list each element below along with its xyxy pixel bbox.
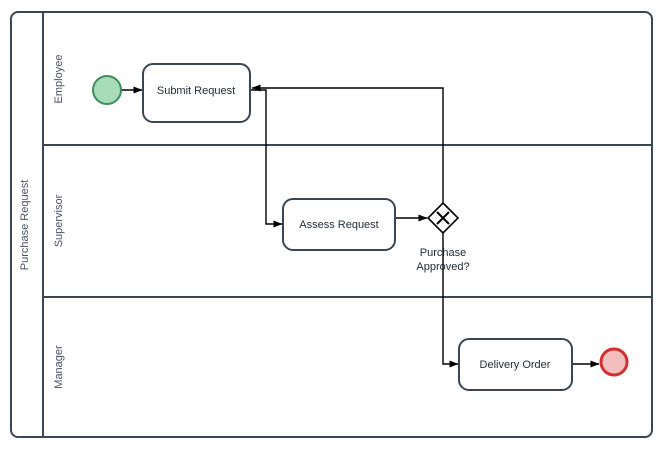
task-delivery-order-label: Delivery Order [480, 359, 551, 371]
start-event-circle [92, 75, 122, 105]
lane-labels: Employee Supervisor Manager [53, 55, 65, 389]
task-delivery-order-box [458, 338, 573, 391]
lane-dividers [43, 144, 652, 298]
task-submit-request[interactable]: Submit Request [142, 63, 251, 123]
flow-gateway-to-delivery[interactable] [442, 233, 459, 368]
sequence-flows [121, 84, 600, 368]
task-assess-request-label: Assess Request [299, 219, 378, 231]
task-assess-request[interactable]: Assess Request [282, 198, 396, 251]
task-assess-request-box [282, 198, 396, 251]
gateway-purchase-approved[interactable]: Purchase Approved? [416, 201, 470, 273]
pool-label: Purchase Request [19, 180, 31, 271]
lane-label-employee: Employee [53, 55, 65, 104]
end-event-circle [599, 347, 629, 377]
end-event[interactable] [599, 347, 629, 377]
task-delivery-order[interactable]: Delivery Order [458, 338, 573, 391]
start-event[interactable] [92, 75, 122, 105]
lane-label-manager: Manager [53, 345, 65, 389]
lane-label-supervisor: Supervisor [53, 194, 65, 247]
gateway-label-line2: Approved? [416, 261, 469, 273]
task-submit-request-box [142, 63, 251, 123]
gateway-label-line1: Purchase [420, 247, 466, 259]
task-submit-request-label: Submit Request [157, 85, 235, 97]
flow-gateway-to-submit[interactable] [251, 84, 444, 203]
gateway-exclusive-marker-icon-2 [436, 211, 450, 225]
